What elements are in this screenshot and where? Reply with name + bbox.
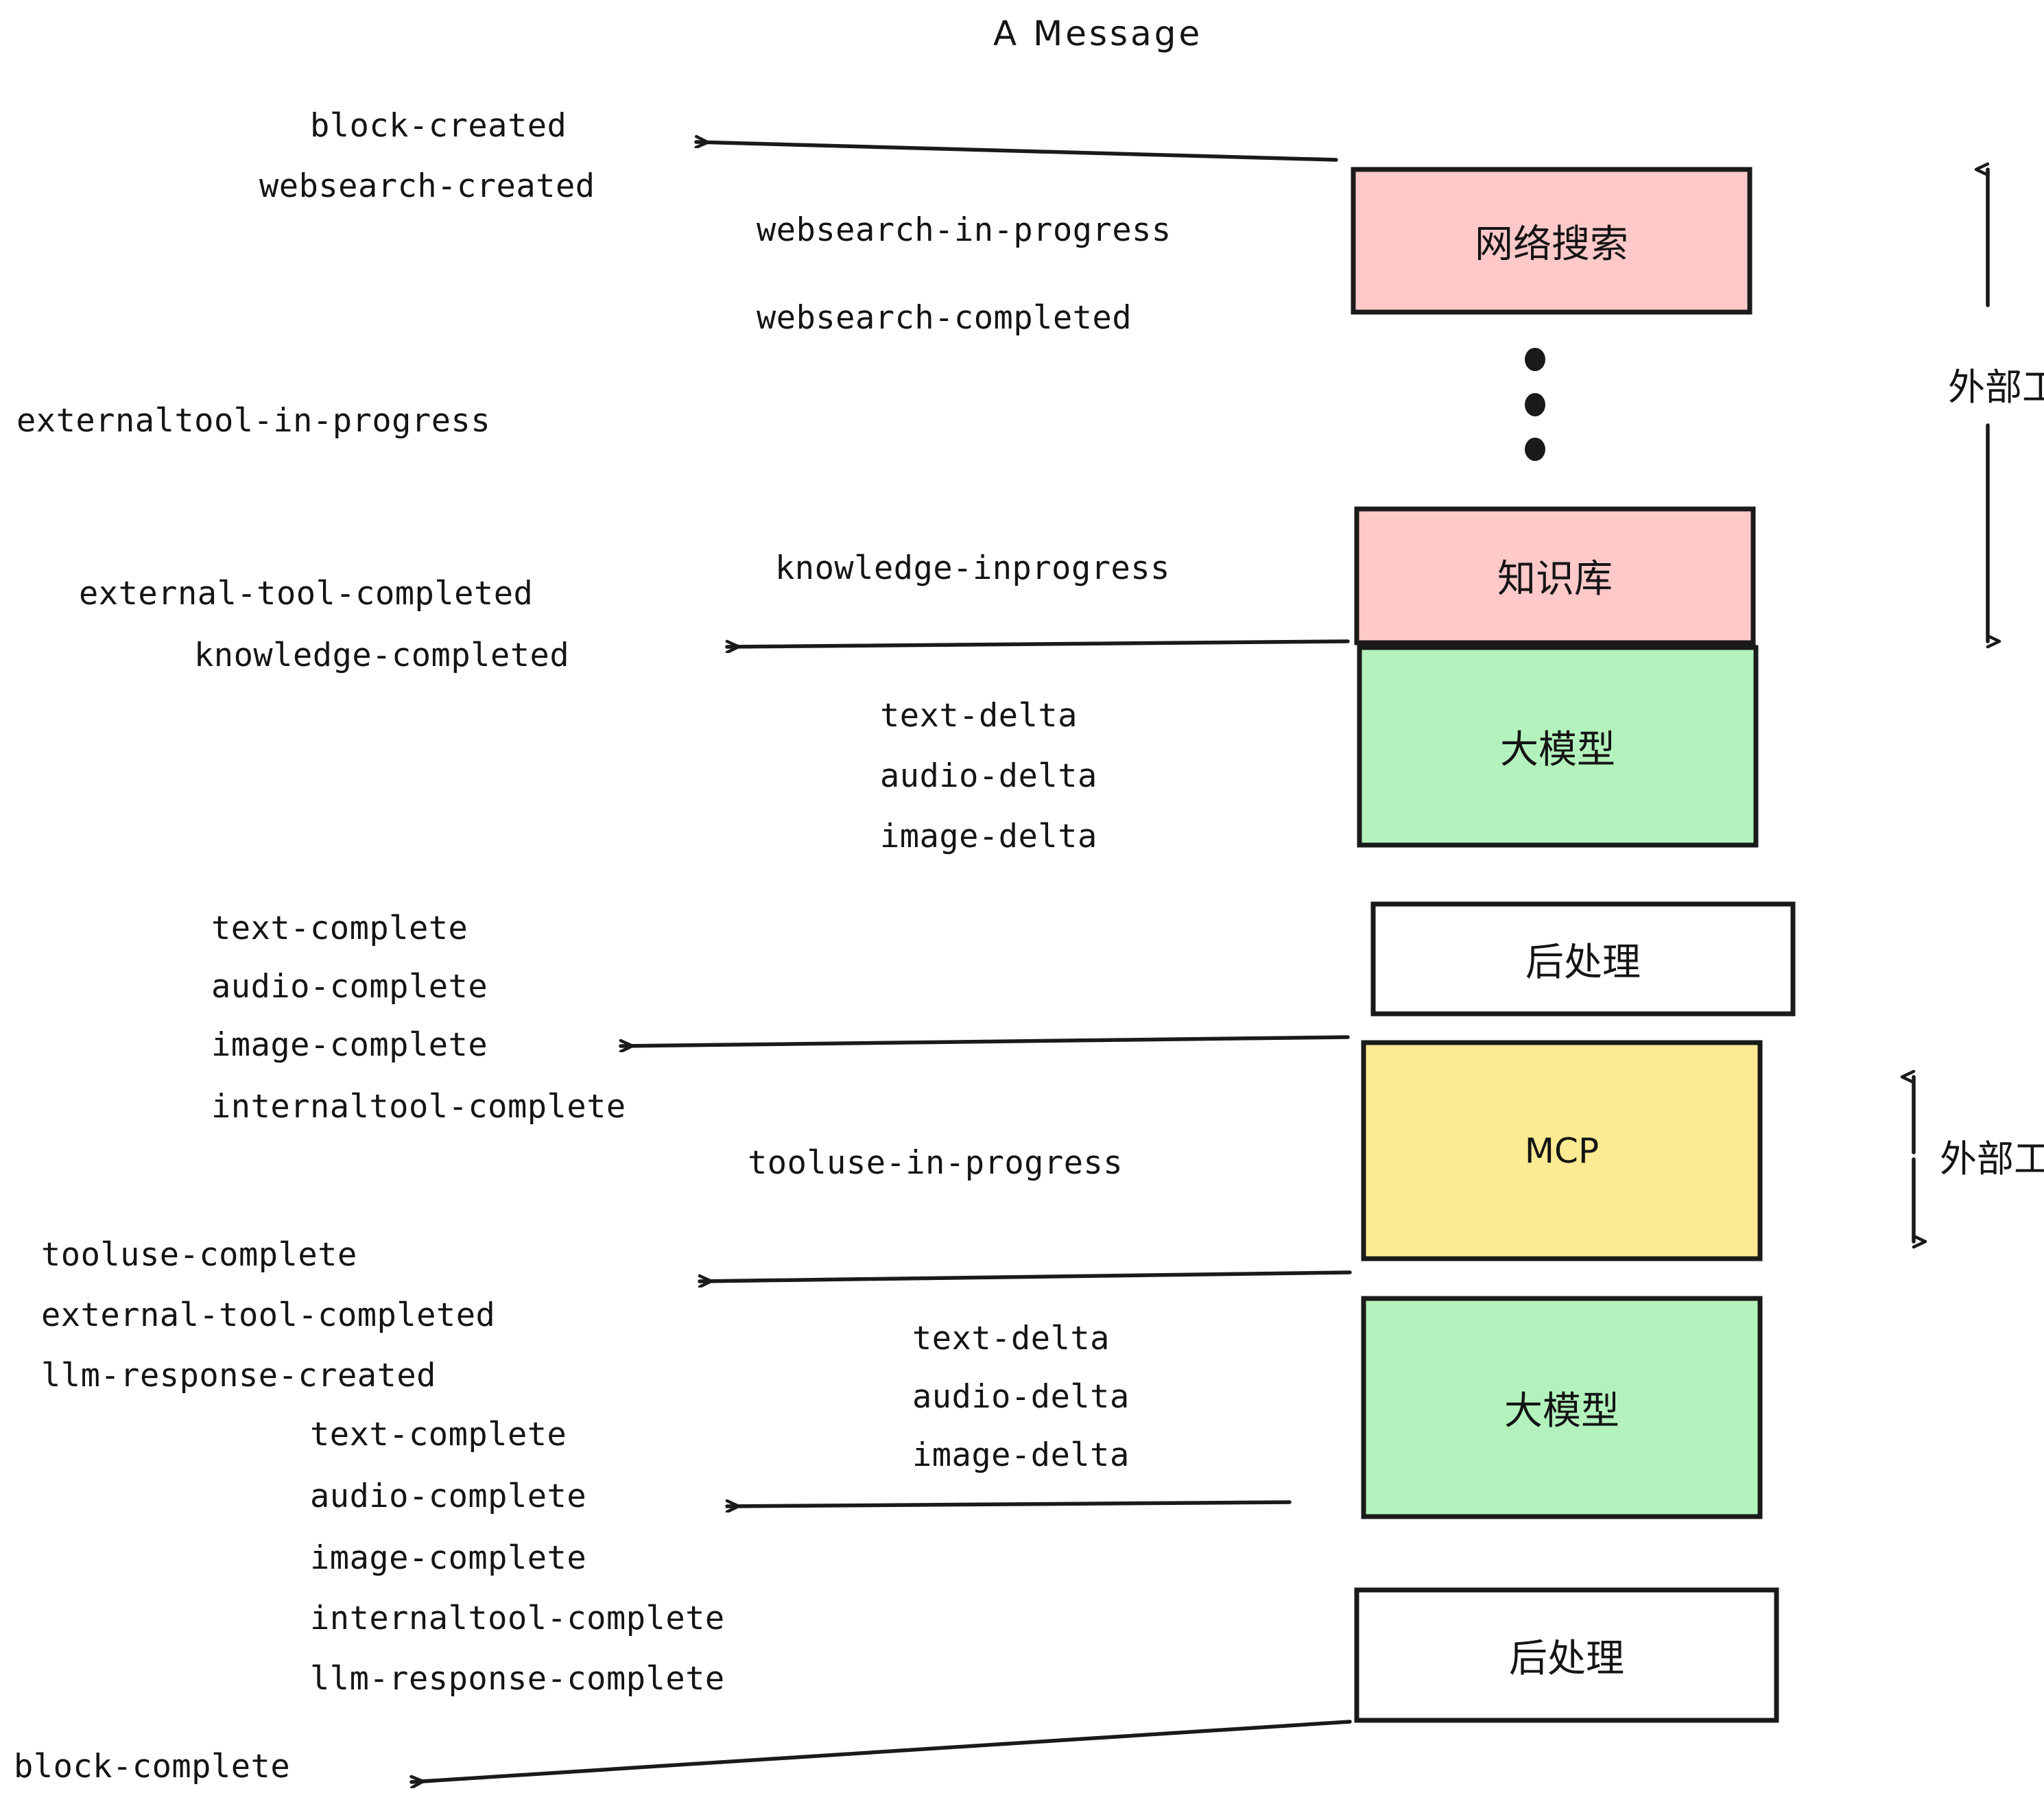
- node-label-post2: 后处理: [1509, 1636, 1624, 1681]
- ellipsis-dot-2: [1525, 393, 1545, 416]
- event-label-e06: knowledge-inprogress: [775, 549, 1170, 587]
- event-label-e19: llm-response-created: [41, 1357, 436, 1394]
- node-box-websearch: [1351, 167, 1752, 315]
- flow-arrow-a5: [725, 1502, 1292, 1506]
- node-box-post2: [1354, 1587, 1779, 1723]
- node-label-llm1: 大模型: [1500, 727, 1615, 772]
- node-label-wrap-llm2: 大模型: [1364, 1298, 1760, 1517]
- event-label-e14: image-complete: [211, 1026, 488, 1064]
- node-label-post1: 后处理: [1525, 940, 1641, 985]
- event-label-e20: text-delta: [912, 1320, 1110, 1357]
- node-label-llm2: 大模型: [1504, 1388, 1619, 1434]
- event-label-e12: text-complete: [211, 910, 468, 947]
- event-label-e24: audio-complete: [310, 1477, 587, 1515]
- event-label-e02: websearch-created: [259, 167, 595, 205]
- node-label-mcp: MCP: [1524, 1130, 1600, 1171]
- event-label-e18: external-tool-completed: [41, 1296, 496, 1334]
- event-label-e27: llm-response-complete: [310, 1660, 725, 1698]
- flow-arrow-a1: [694, 142, 1338, 162]
- event-label-e05: externaltool-in-progress: [16, 402, 491, 440]
- event-label-e25: image-complete: [310, 1539, 587, 1577]
- node-box-post1: [1370, 901, 1796, 1017]
- node-box-mcp: [1361, 1040, 1763, 1261]
- event-label-e13: audio-complete: [211, 968, 488, 1006]
- node-label-websearch: 网络搜索: [1475, 222, 1628, 267]
- node-label-wrap-post1: 后处理: [1373, 904, 1793, 1014]
- vertical-ellipsis-dots: [1525, 348, 1545, 461]
- event-label-e09: text-delta: [880, 697, 1078, 735]
- flow-arrows: [412, 142, 1352, 1782]
- node-rectangles: [1351, 167, 1796, 1723]
- event-label-e03: websearch-in-progress: [757, 211, 1172, 249]
- event-label-e07: external-tool-completed: [79, 575, 534, 613]
- bracket-label-ext-tools-top: 外部工具: [1948, 366, 2044, 409]
- event-label-e10: audio-delta: [880, 757, 1097, 795]
- node-box-llm2: [1361, 1296, 1763, 1519]
- node-label-wrap-post2: 后处理: [1357, 1590, 1776, 1720]
- event-label-e26: internaltool-complete: [310, 1600, 725, 1637]
- node-box-llm1: [1357, 645, 1759, 848]
- bracket-arrows: [1914, 169, 1988, 1242]
- flow-arrow-a2: [725, 639, 1350, 647]
- ellipsis-dot-1: [1525, 348, 1545, 371]
- event-label-e21: audio-delta: [912, 1378, 1130, 1416]
- node-label-knowledge: 知识库: [1497, 557, 1613, 602]
- ellipsis-dot-3: [1525, 438, 1545, 461]
- event-label-e23: text-complete: [310, 1416, 567, 1453]
- flow-arrow-a4: [698, 1270, 1352, 1281]
- event-label-e17: tooluse-complete: [41, 1236, 357, 1274]
- event-label-e04: websearch-completed: [757, 299, 1132, 337]
- node-label-wrap-llm1: 大模型: [1359, 648, 1756, 845]
- bracket-label-ext-tools-mcp: 外部工具: [1940, 1137, 2044, 1180]
- event-label-e16: tooluse-in-progress: [748, 1144, 1124, 1182]
- event-label-e28: block-complete: [14, 1748, 291, 1785]
- event-label-e22: image-delta: [912, 1436, 1130, 1474]
- diagram-title: A Message: [993, 14, 1203, 54]
- node-label-wrap-knowledge: 知识库: [1357, 509, 1753, 643]
- event-label-e01: block-created: [310, 107, 567, 145]
- flow-arrow-a3: [619, 1035, 1350, 1046]
- event-label-e11: image-delta: [880, 818, 1097, 855]
- node-label-wrap-websearch: 网络搜索: [1353, 169, 1750, 312]
- flow-arrow-a6: [412, 1720, 1352, 1782]
- node-label-wrap-mcp: MCP: [1364, 1043, 1760, 1259]
- node-box-knowledge: [1354, 506, 1756, 645]
- event-label-e15: internaltool-complete: [211, 1088, 626, 1126]
- event-label-e08: knowledge-completed: [194, 637, 570, 674]
